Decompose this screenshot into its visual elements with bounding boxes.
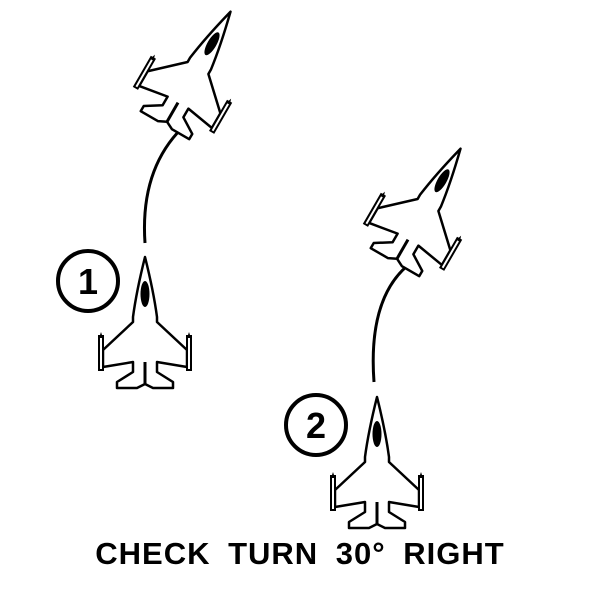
jet-1-turned-icon [123,0,272,150]
jet-2-turned-icon [353,124,502,287]
flight-path-1 [142,126,184,244]
flight-path-2 [371,264,408,383]
caption: CHECK TURN 30° RIGHT [95,536,505,571]
step-2-circle [284,393,348,457]
step-1-number: 1 [78,261,98,302]
step-2-number: 2 [306,405,326,446]
step-1-circle [56,249,120,313]
